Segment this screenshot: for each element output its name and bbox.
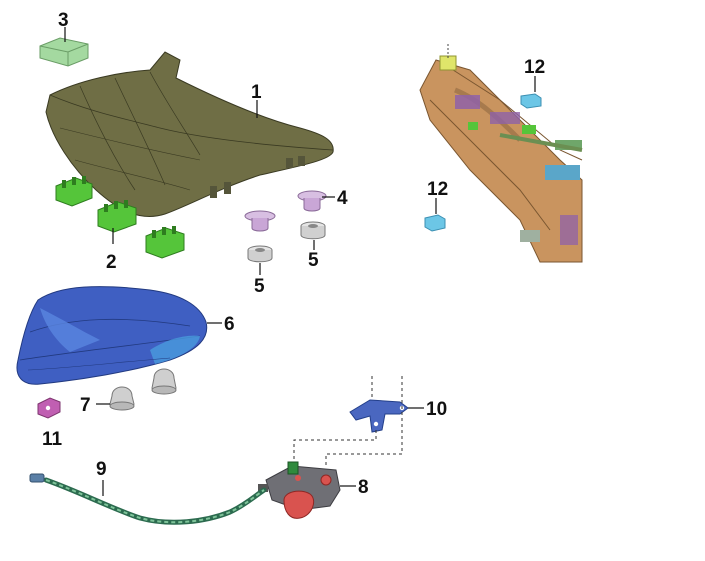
part-bumper-upper — [297, 190, 327, 212]
part-small-clip — [39, 37, 89, 67]
part-rear-seat — [16, 286, 208, 385]
callout-rubber-bumper: 7 — [80, 395, 91, 416]
callout-damper-right: 5 — [308, 250, 319, 271]
part-damper-left — [244, 210, 276, 263]
part-release-cable — [29, 473, 267, 525]
part-lock-assembly — [258, 461, 341, 519]
callout-nut-clip: 11 — [42, 429, 63, 450]
part-bracket-clips — [55, 176, 185, 259]
callout-rear-seat: 6 — [224, 314, 235, 335]
part-damper-right — [300, 221, 326, 240]
part-lock-bracket — [349, 399, 409, 433]
callout-frame-clip-upper: 12 — [524, 57, 545, 78]
callout-lock-assembly: 8 — [358, 477, 369, 498]
part-nut-clip — [37, 397, 61, 419]
callout-lock-bracket: 10 — [426, 399, 447, 420]
callout-small-clip: 3 — [58, 10, 69, 31]
frame-inset — [418, 44, 583, 263]
callout-frame-clip-lower: 12 — [427, 179, 448, 200]
part-frame-clip-upper — [520, 93, 542, 109]
callout-bracket-clips: 2 — [106, 252, 117, 273]
part-rubber-bumpers — [109, 368, 177, 411]
callout-damper-left: 5 — [254, 276, 265, 297]
callout-bumper-upper: 4 — [337, 188, 348, 209]
part-front-seat — [45, 51, 334, 217]
callout-release-cable: 9 — [96, 459, 107, 480]
part-frame-clip-lower — [424, 214, 446, 232]
callout-front-seat: 1 — [251, 82, 262, 103]
dashed-guide-lines — [293, 376, 403, 466]
